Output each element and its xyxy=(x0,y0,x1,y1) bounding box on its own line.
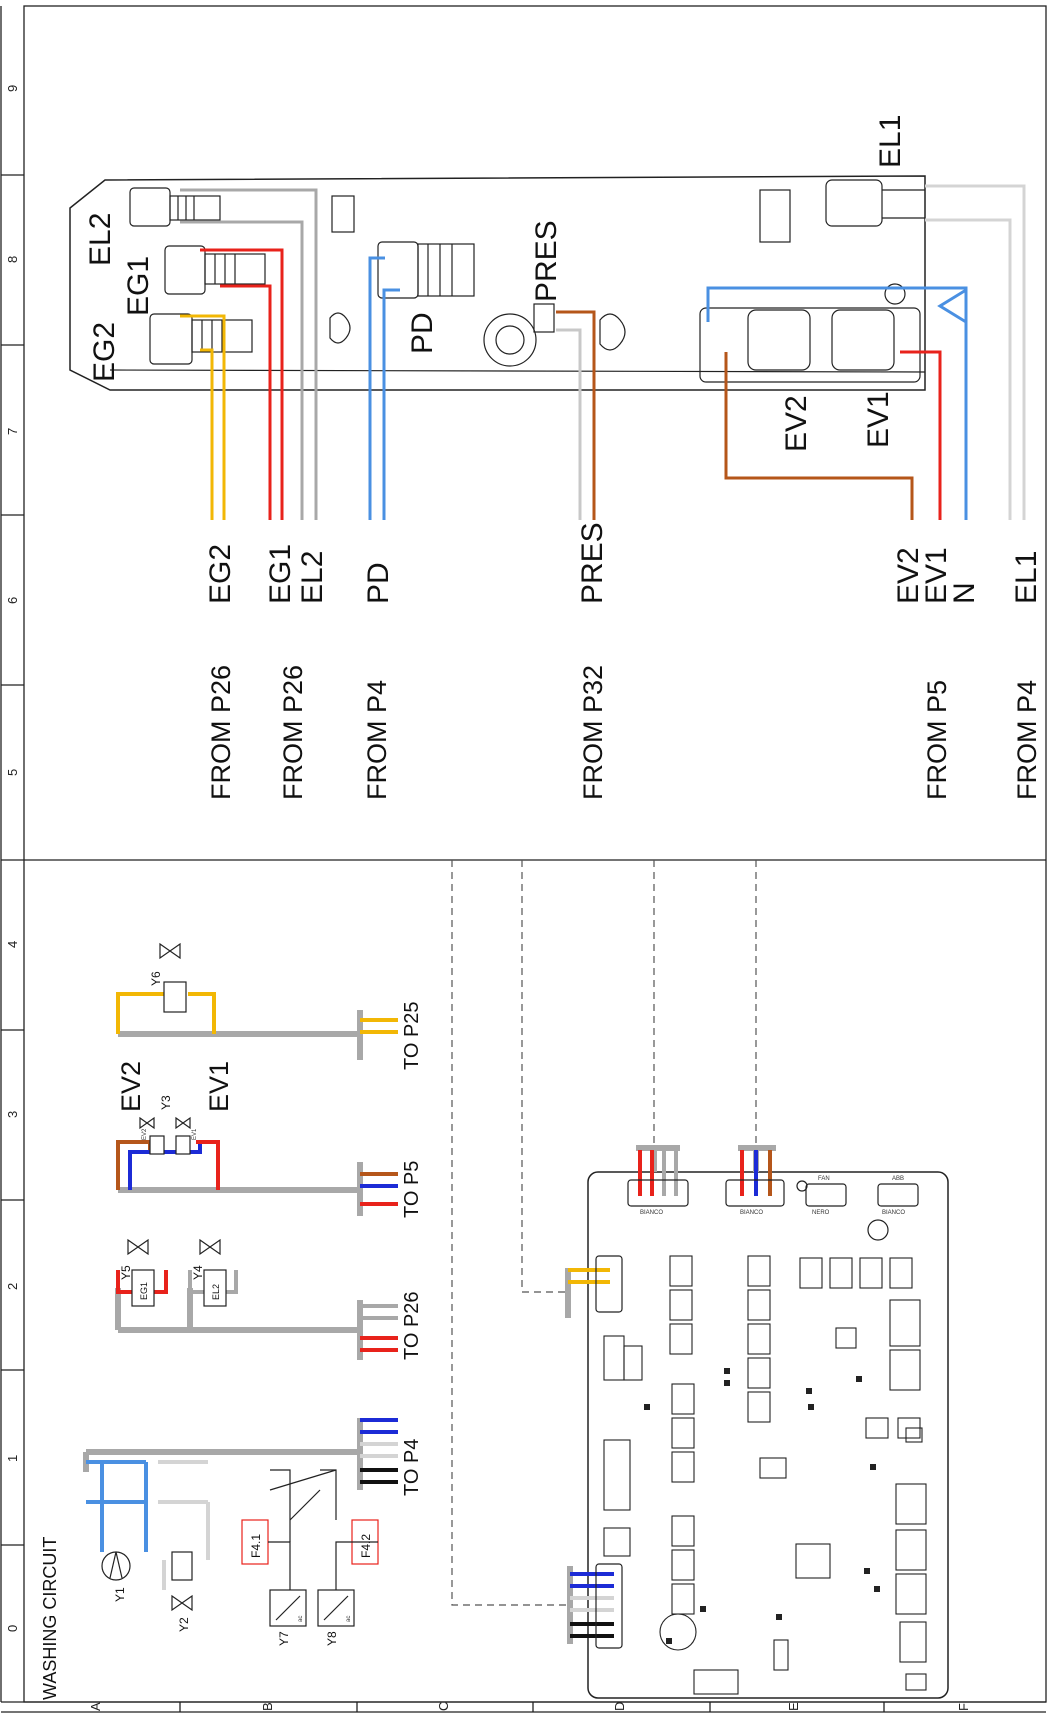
harness-label-n: N xyxy=(948,582,981,604)
box-eg1: EG1 xyxy=(139,1282,149,1300)
grid-number: 0 xyxy=(5,1625,20,1632)
p25-wiring xyxy=(116,942,398,1060)
harness-label-eg1: EG1 xyxy=(264,544,297,604)
to-p26: TO P26 xyxy=(401,1291,423,1360)
valve-assembly xyxy=(69,175,926,391)
harness-label-ev2: EV2 xyxy=(892,547,925,604)
component-y2: Y2 xyxy=(177,1617,191,1632)
assembly-label-pd: PD xyxy=(406,312,439,354)
grid-number: 8 xyxy=(5,256,20,263)
board-label: NERO xyxy=(812,1210,830,1216)
board-label: BIANCO xyxy=(882,1210,905,1216)
assembly-label-el2: EL2 xyxy=(84,213,117,266)
component-y6: Y6 xyxy=(149,971,163,986)
label-ev2: EV2 xyxy=(116,1061,146,1112)
grid-number: 6 xyxy=(5,597,20,604)
harness-label-el2: EL2 xyxy=(296,551,329,604)
board-label: FAN xyxy=(818,1176,830,1182)
grid-letter: F xyxy=(956,1703,971,1711)
grid-letter: B xyxy=(260,1702,275,1711)
harness-label-ev1: EV1 xyxy=(920,547,953,604)
from-label-p32: FROM P32 xyxy=(578,665,608,800)
assembly-label-el1: EL1 xyxy=(874,115,907,168)
fan-ac-y7: ac xyxy=(298,1616,304,1622)
fan-ac-y8: ac xyxy=(346,1616,352,1622)
schematic: WASHING CIRCUIT xyxy=(40,860,757,1700)
board-connector-p25 xyxy=(565,1255,623,1318)
control-board: BIANCO BIANCO NERO BIANCO FAN ABB xyxy=(565,1145,949,1699)
component-y4: Y4 xyxy=(191,1265,205,1280)
valve-eg1 xyxy=(164,245,266,295)
upper-harness-wires xyxy=(180,184,1026,520)
small-ev1: EV1 xyxy=(192,1128,198,1140)
box-el2: EL2 xyxy=(211,1284,221,1300)
board-connector-p4 xyxy=(567,1563,623,1649)
assembly-label-eg1: EG1 xyxy=(122,256,155,316)
label-ev1: EV1 xyxy=(204,1061,234,1112)
grid-letter: E xyxy=(786,1702,801,1711)
fuse-f41: F4.1 xyxy=(249,1534,263,1558)
to-p4: TO P4 xyxy=(401,1439,423,1496)
grid-letter: D xyxy=(612,1702,627,1711)
grid-number: 5 xyxy=(5,769,20,776)
board-label: BIANCO xyxy=(740,1210,763,1216)
pressure-device-pd xyxy=(377,241,475,299)
component-y8: Y8 xyxy=(325,1631,339,1646)
p26-wiring xyxy=(115,1238,398,1360)
valve-el2 xyxy=(129,187,221,227)
assembly-labels: EL1 EL2 EG1 EG2 PD PRES EV2 EV1 xyxy=(84,115,907,452)
board-label: ABB xyxy=(892,1176,904,1182)
harness-label-pd: PD xyxy=(362,562,395,604)
assembly-label-ev2: EV2 xyxy=(780,395,813,452)
component-y3: Y3 xyxy=(159,1095,173,1110)
harness-label-pres: PRES xyxy=(576,522,609,604)
from-label-p4-a: FROM P4 xyxy=(362,680,392,800)
grid-number: 4 xyxy=(5,941,20,948)
p4-wiring xyxy=(83,1418,398,1612)
grid-letter: C xyxy=(436,1702,451,1711)
to-p5: TO P5 xyxy=(401,1161,423,1218)
component-y7: Y7 xyxy=(277,1631,291,1646)
valve-eg2 xyxy=(149,313,253,365)
from-label-p26-b: FROM P26 xyxy=(278,665,308,800)
assembly-label-pres: PRES xyxy=(530,220,563,302)
component-y5: Y5 xyxy=(119,1265,133,1280)
from-label-p4-b: FROM P4 xyxy=(1012,680,1042,800)
grid-number: 9 xyxy=(5,85,20,92)
harness-label-el1: EL1 xyxy=(1010,551,1043,604)
assembly-label-ev1: EV1 xyxy=(862,391,895,448)
circuit-title: WASHING CIRCUIT xyxy=(40,1537,60,1700)
small-ev2: EV2 xyxy=(142,1128,148,1140)
grid-number: 7 xyxy=(5,428,20,435)
solenoid-ev-block xyxy=(699,283,921,383)
grid-letters: A B C D E F xyxy=(88,1702,971,1711)
to-p25: TO P25 xyxy=(401,1001,423,1070)
harness-labels: EG2 EG1 EL2 PD PRES EV2 EV1 N EL1 FROM P… xyxy=(204,522,1043,800)
pressure-sensor-pres xyxy=(483,303,626,367)
assembly-label-eg2: EG2 xyxy=(88,322,121,382)
from-label-p26-a: FROM P26 xyxy=(206,665,236,800)
component-y1: Y1 xyxy=(113,1587,127,1602)
harness-label-eg2: EG2 xyxy=(204,544,237,604)
board-label: BIANCO xyxy=(640,1210,663,1216)
grid-number: 3 xyxy=(5,1111,20,1118)
grid-letter: A xyxy=(88,1702,103,1711)
board-relays xyxy=(669,1255,913,1615)
from-label-p5: FROM P5 xyxy=(922,680,952,800)
fan-circuit xyxy=(241,1469,379,1627)
p5-wiring xyxy=(116,1116,398,1216)
board-connector-p5 xyxy=(725,1145,785,1207)
board-connector-p32 xyxy=(627,1145,689,1207)
grid-number: 2 xyxy=(5,1283,20,1290)
fuse-f42: F4.2 xyxy=(359,1534,373,1558)
drawing-frame xyxy=(0,5,1047,1713)
grid-numbers: 9 8 7 6 5 4 3 2 1 0 xyxy=(5,85,20,1632)
grid-number: 1 xyxy=(5,1455,20,1462)
valve-el1 xyxy=(759,179,925,243)
